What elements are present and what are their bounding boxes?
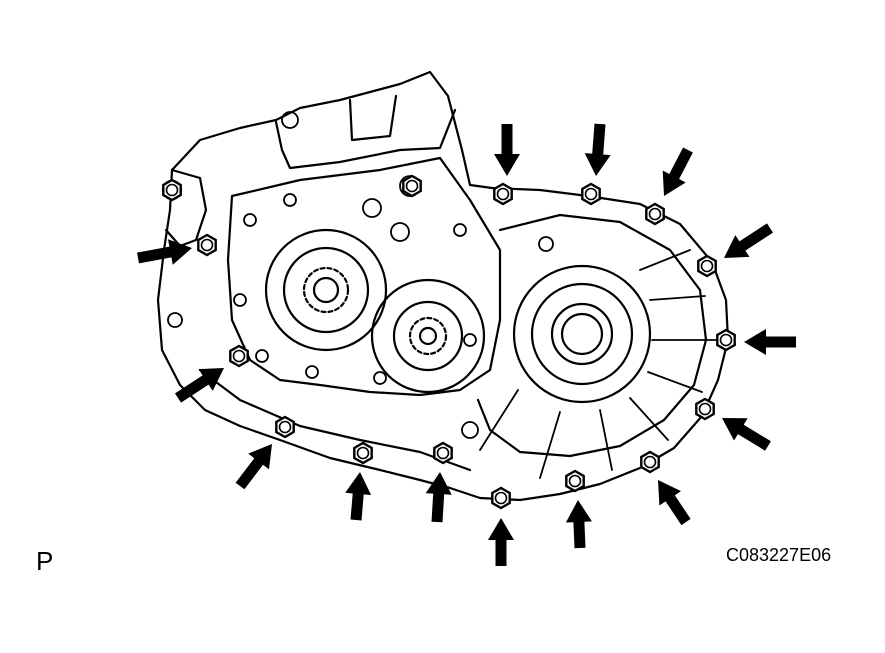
output-shaft-bore — [418, 326, 438, 346]
pointer-arrow-11 — [345, 472, 372, 521]
bolt-12 — [275, 415, 295, 439]
bolt-1 — [493, 182, 513, 206]
bolt-6 — [695, 397, 715, 421]
pointer-arrow-14 — [137, 239, 192, 265]
bolt-13 — [229, 344, 249, 368]
output-shaft-spline — [408, 316, 448, 356]
bolt-14 — [197, 233, 217, 257]
differential-mid — [530, 282, 634, 386]
pointer-arrow-10 — [425, 472, 452, 523]
top-cover — [348, 94, 398, 142]
bolt-9 — [491, 486, 511, 510]
pointer-arrow-4 — [724, 223, 773, 258]
bolt-16 — [402, 174, 422, 198]
pointer-arrow-5 — [744, 329, 796, 355]
pointer-arrow-2 — [584, 123, 611, 176]
small-holes — [167, 111, 554, 439]
input-shaft-mid — [282, 246, 370, 334]
inner-plate — [226, 156, 502, 397]
bolt-2 — [581, 182, 601, 206]
figure-code: C083227E06 — [726, 545, 832, 565]
bolt-5 — [716, 328, 736, 352]
pointer-arrow-3 — [662, 147, 693, 196]
pointer-arrow-9 — [488, 518, 514, 566]
pointer-arrow-13 — [175, 368, 224, 403]
lower-flange — [198, 368, 472, 472]
bolt-10 — [433, 441, 453, 465]
input-shaft-spline — [302, 266, 350, 314]
right-case — [476, 213, 708, 458]
bolt-4 — [697, 254, 717, 278]
pointer-arrow-7 — [658, 480, 691, 526]
pointer-arrow-6 — [722, 418, 771, 451]
view-label: P — [36, 546, 54, 576]
bolt-8 — [565, 469, 585, 493]
pointer-arrow-1 — [494, 124, 520, 176]
bolt-15 — [162, 178, 182, 202]
transaxle-case-drawing — [156, 70, 730, 502]
pointer-arrow-8 — [565, 500, 592, 549]
output-shaft-mid — [392, 300, 464, 372]
bolt-group — [162, 174, 736, 510]
output-shaft-outer — [370, 278, 486, 394]
differential-outer — [512, 264, 652, 404]
case-outline — [156, 70, 730, 502]
pointer-arrow-12 — [235, 444, 272, 490]
bolt-3 — [645, 202, 665, 226]
bolt-11 — [353, 441, 373, 465]
differential-inner — [550, 302, 614, 366]
upper-housing — [274, 108, 457, 170]
differential-bore — [560, 312, 604, 356]
case-ribs — [479, 249, 719, 479]
input-shaft-bore — [312, 276, 340, 304]
input-shaft-outer — [264, 228, 388, 352]
bolt-7 — [640, 450, 660, 474]
arrow-group — [137, 123, 796, 566]
